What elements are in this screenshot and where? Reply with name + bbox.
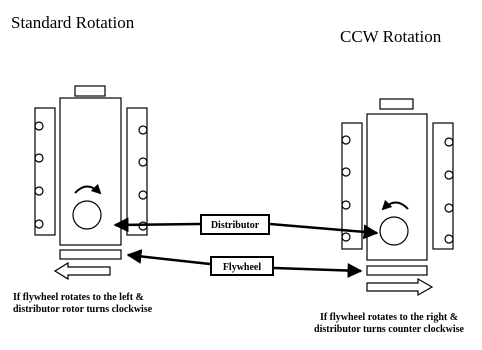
distributor-pointer-left [113,217,201,233]
right-flywheel-bar [366,265,428,276]
left-engine-block [59,97,122,246]
left-arrow-icon [53,261,111,281]
flywheel-label-box [210,256,274,276]
right-cylinders [341,135,454,244]
right-arrow-icon [366,277,434,297]
caption-right-line1: If flywheel rotates to the right & [319,312,459,323]
right-engine-block [366,113,428,261]
distributor-label-box [200,214,270,235]
standard-rotation-caption: If flywheel rotates to the left & distri… [13,292,152,316]
flywheel-pointer-right [273,263,363,279]
distributor-callout: Distributor [113,214,379,240]
ccw-rotation-title: CCW Rotation [340,27,442,46]
flywheel-callout: Flywheel [126,249,363,279]
right-distributor-circle [379,216,409,246]
caption-left-line1: If flywheel rotates to the left & [13,292,144,303]
ccw-engine [341,98,454,297]
counter-clockwise-arrow-icon [381,199,409,211]
clockwise-arrow-icon [74,183,102,195]
left-top-block [74,85,106,97]
right-cylinder-bank-right [432,122,454,250]
left-cylinder-bank-right [126,107,148,236]
standard-engine [34,85,148,281]
right-cylinder-bank-left [341,122,363,250]
right-top-block [379,98,414,110]
left-distributor-circle [72,200,102,230]
distributor-pointer-right [269,222,379,240]
flywheel-pointer-left [126,249,211,266]
left-cylinders [34,121,148,231]
flywheel-label: Flywheel [223,262,262,273]
distributor-label: Distributor [211,220,260,231]
left-cylinder-bank-left [34,107,56,236]
caption-left-line2: distributor rotor turns clockwise [13,304,153,315]
ccw-rotation-caption: If flywheel rotates to the right & distr… [304,312,474,336]
standard-rotation-title: Standard Rotation [11,13,135,32]
caption-right-line2: distributor turns counter clockwise [314,324,464,335]
left-flywheel-bar [59,249,122,260]
